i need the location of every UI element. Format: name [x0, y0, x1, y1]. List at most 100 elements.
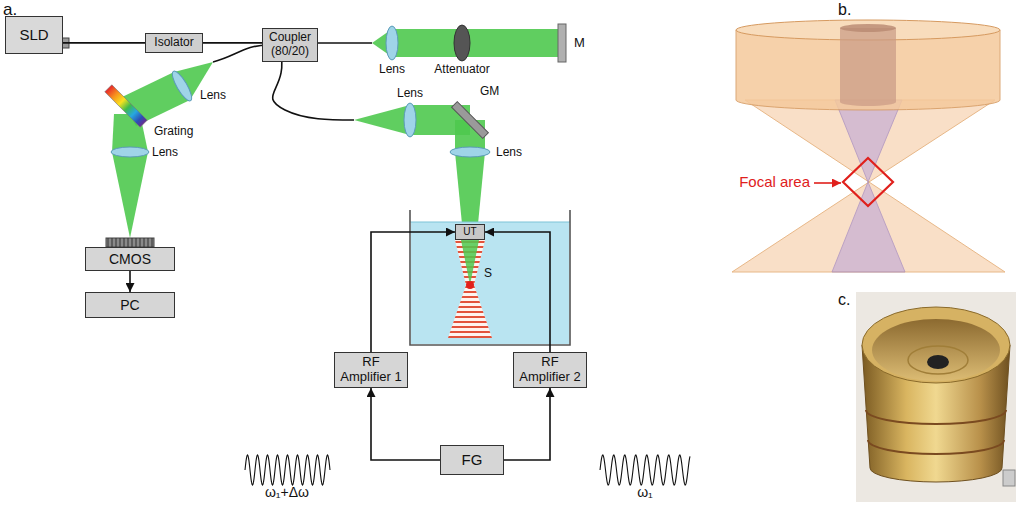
spectrometer	[136, 238, 137, 247]
spectrometer	[112, 114, 148, 238]
part-label: Lens	[397, 86, 423, 100]
spectrometer	[106, 238, 154, 247]
water-tank	[448, 240, 492, 338]
node-text: RF Amplifier 2	[517, 355, 583, 385]
transducer-photo	[862, 345, 1010, 482]
water-tank	[440, 331, 500, 333]
water-tank	[440, 281, 500, 283]
focused-transducer-sketch	[814, 182, 841, 184]
spectrometer	[120, 238, 121, 247]
focused-transducer-sketch	[840, 28, 896, 106]
node-text: SLD	[19, 26, 48, 43]
water-tank	[440, 251, 500, 253]
reference-arm	[312, 24, 566, 62]
focused-transducer-sketch	[840, 24, 896, 32]
reference-arm	[386, 26, 398, 60]
amplifier-box: RF Amplifier 2	[513, 352, 587, 388]
water-tank	[440, 241, 500, 243]
water-tank	[440, 311, 500, 313]
water-tank	[466, 281, 474, 289]
spectrometer	[144, 238, 145, 247]
transducer-photo	[908, 346, 968, 374]
transducer-photo	[868, 440, 1004, 454]
water-tank	[440, 291, 500, 293]
part-label: Attenuator	[434, 62, 489, 76]
node-text: RF Amplifier 1	[338, 355, 404, 385]
transducer-photo	[1003, 470, 1015, 486]
part-label: M	[574, 35, 585, 51]
spectrometer	[169, 69, 195, 103]
transducer-photo	[856, 292, 1016, 502]
water-tank	[410, 221, 570, 222]
water-tank	[411, 222, 569, 344]
focused-transducer-sketch	[736, 30, 1000, 110]
spectrometer	[108, 238, 109, 247]
part-label: Lens	[200, 88, 226, 102]
waveform	[600, 455, 690, 485]
transducer-photo	[872, 319, 1000, 381]
spectrometer	[128, 238, 129, 247]
water-tank	[440, 296, 500, 298]
node-text: PC	[120, 297, 139, 313]
light-source-box: SLD	[5, 16, 63, 54]
signal-arrow	[129, 271, 131, 292]
spectrometer	[116, 238, 117, 247]
reference-arm	[558, 24, 566, 62]
water-tank	[440, 246, 500, 248]
focused-transducer-sketch	[732, 182, 1005, 272]
signal-arrow	[485, 232, 550, 352]
part-label: S	[484, 266, 492, 280]
sample-arm	[455, 120, 485, 152]
panel-label: a.	[3, 0, 17, 20]
spectrometer	[140, 238, 141, 247]
transducer-photo	[866, 410, 1006, 424]
signal-arrow	[371, 388, 440, 460]
signal-arrow	[504, 388, 550, 460]
sample-arm	[455, 152, 485, 224]
spectrometer	[213, 45, 268, 62]
panel-label: b.	[838, 0, 851, 19]
node-text: Coupler (80/20)	[266, 31, 314, 59]
waveform	[245, 455, 330, 485]
signal-label: ω₁+Δω	[265, 484, 309, 501]
reference-arm	[454, 25, 470, 61]
node-text: CMOS	[109, 251, 151, 267]
transducer-photo	[856, 292, 1016, 502]
computer-box: PC	[85, 292, 175, 318]
node-text: Isolator	[154, 36, 193, 50]
focused-transducer-sketch	[732, 20, 1005, 272]
spectrometer	[105, 85, 147, 127]
spectrometer	[120, 62, 213, 126]
water-tank	[440, 286, 500, 288]
camera-box: CMOS	[85, 247, 175, 271]
spectrometer	[111, 147, 149, 157]
focused-transducer-sketch	[835, 100, 902, 182]
optical-fiber	[203, 42, 262, 44]
water-tank	[440, 261, 500, 263]
sample-arm	[452, 102, 489, 139]
amplifier-box: RF Amplifier 1	[334, 352, 408, 388]
spectrometer	[112, 238, 113, 247]
spectrometer	[132, 238, 133, 247]
part-label: Grating	[154, 124, 193, 138]
water-tank	[440, 316, 500, 318]
water-tank	[440, 336, 500, 338]
isolator-box: Isolator	[145, 33, 203, 53]
focused-transducer-sketch	[736, 20, 1000, 40]
transducer-photo	[862, 307, 1010, 383]
reference-arm	[312, 42, 372, 44]
signal-label: ω₁	[637, 484, 653, 501]
spectrometer	[124, 238, 125, 247]
water-tank	[440, 326, 500, 328]
part-label: GM	[480, 84, 499, 98]
sample-arm	[273, 50, 490, 224]
part-label: Lens	[379, 62, 405, 76]
spectrometer	[105, 45, 268, 247]
generator-box: FG	[440, 445, 504, 475]
part-label: Lens	[496, 145, 522, 159]
node-text: UT	[463, 226, 476, 238]
focused-transducer-sketch	[832, 182, 905, 272]
water-tank	[440, 301, 500, 303]
